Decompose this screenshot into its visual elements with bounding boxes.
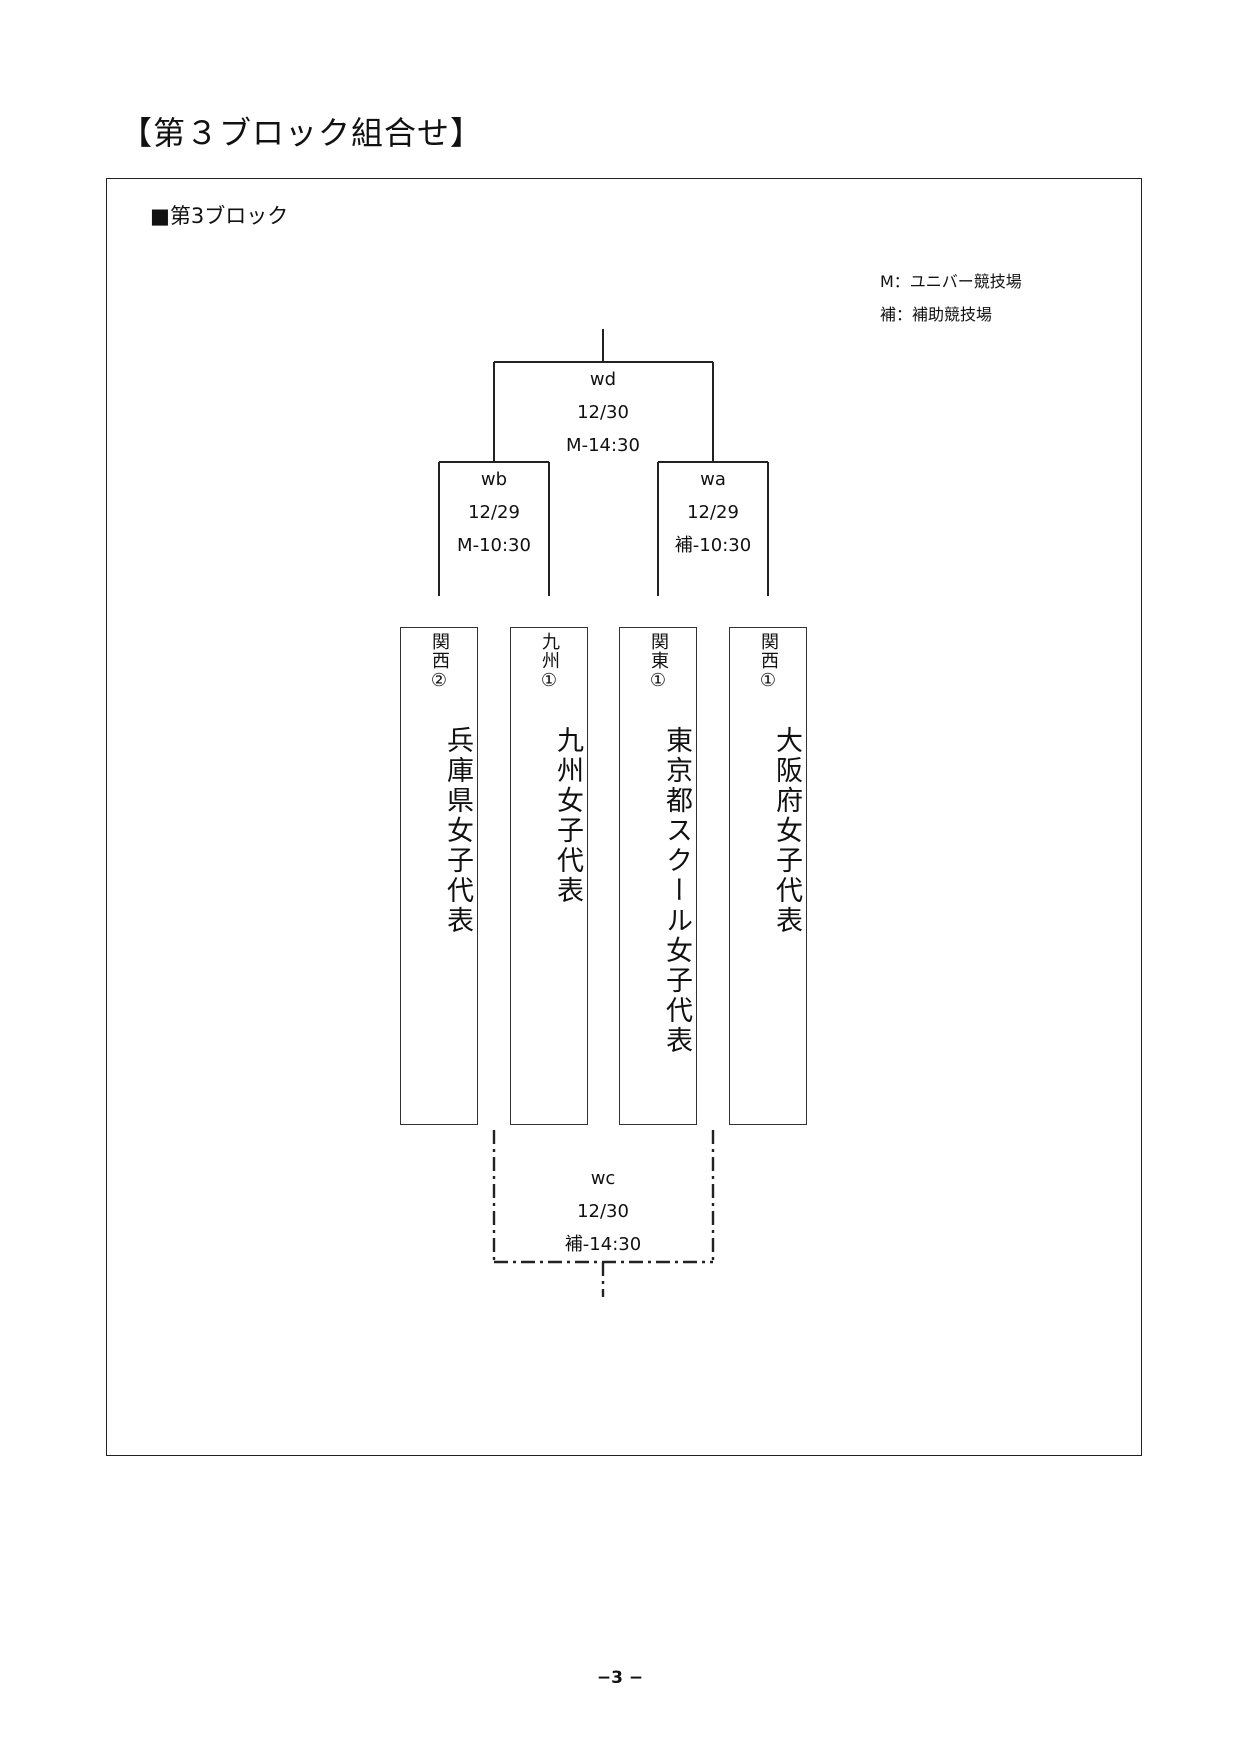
block-label: ■第3ブロック bbox=[150, 204, 289, 228]
team-name: 兵庫県女子代表 bbox=[442, 726, 473, 936]
match-code: wd bbox=[589, 369, 617, 390]
team-region-seed: 関西 ② bbox=[429, 632, 450, 691]
match-date: 12/29 bbox=[468, 502, 520, 523]
team-name: 大阪府女子代表 bbox=[771, 726, 802, 936]
team-name: 九州女子代表 bbox=[552, 726, 583, 906]
team-box-3: 関東 ① 東京都スクール女子代表 bbox=[619, 627, 697, 1125]
match-time: M-14:30 bbox=[566, 435, 640, 456]
legend-sub-venue: 補：補助競技場 bbox=[880, 305, 993, 324]
match-date: 12/29 bbox=[687, 502, 739, 523]
match-time: 補-14:30 bbox=[564, 1234, 642, 1255]
match-wd: wd 12/30 M-14:30 bbox=[523, 363, 683, 462]
team-box-2: 九州 ① 九州女子代表 bbox=[510, 627, 588, 1125]
team-box-4: 関西 ① 大阪府女子代表 bbox=[729, 627, 807, 1125]
team-region-seed: 関西 ① bbox=[758, 632, 779, 691]
team-region-seed: 九州 ① bbox=[539, 632, 560, 691]
team-box-1: 関西 ② 兵庫県女子代表 bbox=[400, 627, 478, 1125]
bracket-frame bbox=[106, 178, 1142, 1456]
team-name: 東京都スクール女子代表 bbox=[661, 726, 692, 1056]
match-code: wb bbox=[480, 469, 508, 490]
page-title: 【第３ブロック組合せ】 bbox=[120, 114, 484, 152]
match-wc: wc 12/30 補-14:30 bbox=[523, 1162, 683, 1261]
match-wb: wb 12/29 M-10:30 bbox=[414, 463, 574, 562]
match-time: M-10:30 bbox=[457, 535, 531, 556]
match-code: wa bbox=[700, 469, 726, 490]
match-wa: wa 12/29 補-10:30 bbox=[633, 463, 793, 562]
match-date: 12/30 bbox=[577, 402, 629, 423]
page-number: −3 − bbox=[596, 1668, 644, 1688]
team-region-seed: 関東 ① bbox=[648, 632, 669, 691]
legend-main-venue: M：ユニバー競技場 bbox=[880, 272, 1022, 291]
match-date: 12/30 bbox=[577, 1201, 629, 1222]
match-code: wc bbox=[590, 1168, 616, 1189]
match-time: 補-10:30 bbox=[674, 535, 752, 556]
